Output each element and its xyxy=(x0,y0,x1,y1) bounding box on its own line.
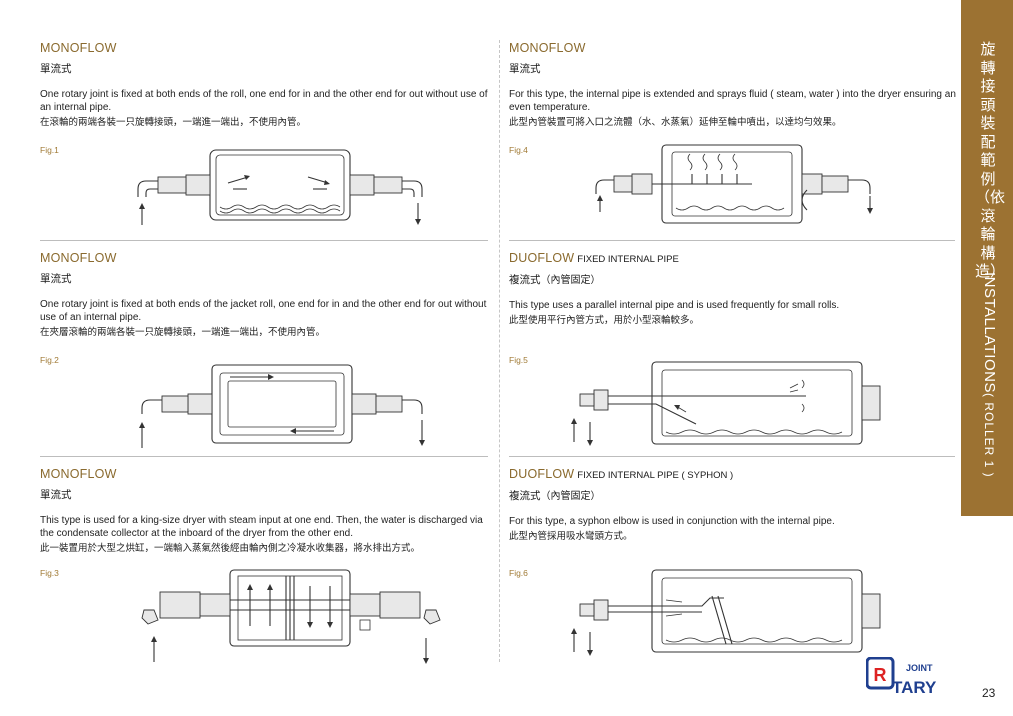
section-description-en: One rotary joint is fixed at both ends o… xyxy=(40,299,487,323)
section-title: MONOFLOW xyxy=(40,467,117,481)
page-number: 23 xyxy=(982,686,996,700)
section-title-zh: 複流式（內管固定） xyxy=(509,490,601,502)
column-divider xyxy=(499,40,500,662)
sidebar-title-band: 旋轉接頭裝配範例（依滾輪構造） INSTALLATIONS( ROLLER 1 … xyxy=(961,0,1013,516)
section-description-en: This type is used for a king-size dryer … xyxy=(40,515,483,539)
rotary-joint-logo: R JOINT TARY xyxy=(866,657,937,697)
section-title-zh: 單流式 xyxy=(40,489,72,501)
section-fig1: MONOFLOW 單流式 One rotary joint is fixed a… xyxy=(40,41,490,129)
section-fig2: MONOFLOW 單流式 One rotary joint is fixed a… xyxy=(40,251,490,339)
roll-diagram-fig1 xyxy=(137,149,423,225)
section-description-zh: 此型使用平行內管方式，用於小型滾輪較多。 xyxy=(509,315,700,326)
roll-diagram-fig4 xyxy=(595,144,873,224)
section-title-zh: 單流式 xyxy=(509,63,541,75)
figure-label: Fig.2 xyxy=(40,355,59,365)
row-divider xyxy=(509,456,955,457)
section-description-en: One rotary joint is fixed at both ends o… xyxy=(40,89,488,113)
sidebar-title-en: INSTALLATIONS( ROLLER 1 ) xyxy=(981,272,998,478)
svg-text:R: R xyxy=(874,665,887,685)
sidebar-title-en-wrap: INSTALLATIONS( ROLLER 1 ) xyxy=(978,272,998,512)
section-title-zh: 單流式 xyxy=(40,63,72,75)
section-description-zh: 此一裝置用於大型之烘缸，一端輸入蒸氣然後經由輪內側之冷凝水收集器，將水排出方式。 xyxy=(40,543,421,554)
figure-label: Fig.3 xyxy=(40,568,59,578)
svg-text:TARY: TARY xyxy=(892,678,937,697)
figure-label: Fig.4 xyxy=(509,145,528,155)
section-title: MONOFLOW xyxy=(40,41,117,55)
roll-diagram-fig2 xyxy=(139,364,425,448)
roll-diagram-fig5 xyxy=(571,361,881,446)
section-description-zh: 此型內管採用吸水彎頭方式。 xyxy=(509,531,633,542)
dryer-diagram-fig3 xyxy=(141,569,441,664)
svg-text:JOINT: JOINT xyxy=(906,663,933,673)
section-description-zh: 此型內管裝置可將入口之流體（水、水蒸氣）延伸至輪中噴出，以達均勻效果。 xyxy=(509,117,842,128)
section-description-zh: 在夾層滾輪的兩端各裝一只旋轉接頭，一端進一端出，不使用內管。 xyxy=(40,327,326,338)
section-title: MONOFLOW xyxy=(40,251,117,265)
figure-label: Fig.5 xyxy=(509,355,528,365)
section-title-zh: 單流式 xyxy=(40,273,72,285)
section-description-en: For this type, the internal pipe is exte… xyxy=(509,89,956,113)
section-description-en: This type uses a parallel internal pipe … xyxy=(509,300,840,311)
section-title: MONOFLOW xyxy=(509,41,586,55)
figure-label: Fig.6 xyxy=(509,568,528,578)
section-title-zh: 複流式（內管固定） xyxy=(509,274,601,286)
section-description-zh: 在滾輪的兩端各裝一只旋轉接頭，一端進一端出，不使用內管。 xyxy=(40,117,307,128)
dryer-diagram-fig6 xyxy=(571,569,881,656)
row-divider xyxy=(509,240,955,241)
section-description-en: For this type, a syphon elbow is used in… xyxy=(509,516,835,527)
sidebar-title-zh: 旋轉接頭裝配範例（依滾輪構造） xyxy=(975,40,1006,280)
section-fig4: MONOFLOW 單流式 For this type, the internal… xyxy=(509,41,959,129)
section-fig3: MONOFLOW 單流式 This type is used for a kin… xyxy=(40,467,490,555)
row-divider xyxy=(40,240,488,241)
figure-label: Fig.1 xyxy=(40,145,59,155)
row-divider xyxy=(40,456,488,457)
